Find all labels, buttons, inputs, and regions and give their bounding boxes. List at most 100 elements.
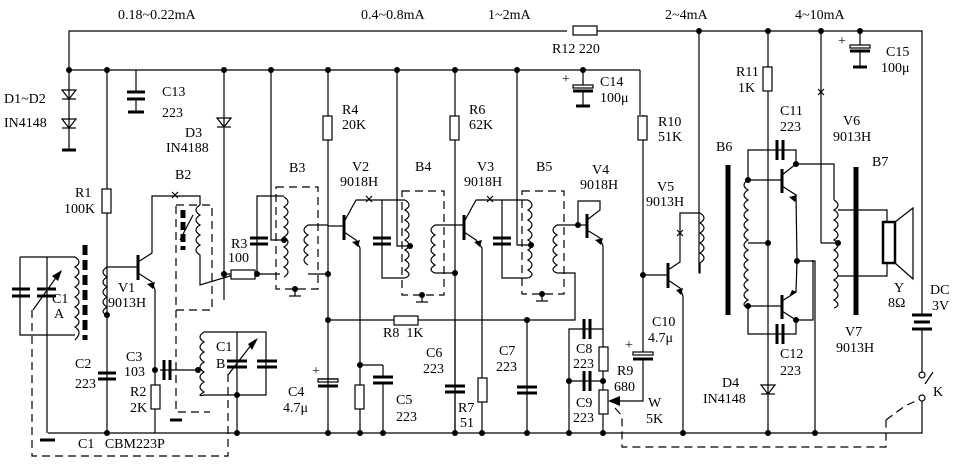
b7-transformer <box>820 31 888 315</box>
c7-capacitor <box>517 320 537 436</box>
c1b-section: B <box>216 357 226 372</box>
r7-ref: R7 <box>458 401 475 416</box>
v4-value: 9018H <box>580 178 619 193</box>
dc-value: 3V <box>932 299 950 314</box>
c10-polarity: + <box>625 338 633 353</box>
c11-ref: C11 <box>780 104 803 119</box>
switch-k-ref: K <box>933 385 944 400</box>
c1a-tuning-capacitor <box>12 245 88 433</box>
v6-ref: V6 <box>843 114 861 129</box>
b6-transformer <box>725 165 771 315</box>
current-label-2: 0.4~0.8mA <box>361 8 425 23</box>
d1d2-value: IN4148 <box>4 116 47 131</box>
b7-ref: B7 <box>872 155 889 170</box>
r12-value: 220 <box>578 42 600 57</box>
c1-value: CBM223P <box>104 437 165 452</box>
r9-ref: R9 <box>617 364 634 379</box>
b2-coil <box>175 204 251 311</box>
d4-ref: D4 <box>722 376 740 391</box>
dc-ref: DC <box>930 283 950 298</box>
c5-value: 223 <box>396 410 417 425</box>
r4-resistor <box>322 70 333 436</box>
b5-ref: B5 <box>536 160 553 175</box>
b3-ref: B3 <box>289 161 306 176</box>
c1a-section: A <box>54 307 65 322</box>
r9-value: 680 <box>614 380 635 395</box>
r1-resistor <box>101 70 112 436</box>
c9-ref: C9 <box>576 396 593 411</box>
c14-value: 100μ <box>600 91 629 106</box>
b6-ref: B6 <box>716 140 733 155</box>
current-label-3: 1~2mA <box>488 8 531 23</box>
d3-value: IN4188 <box>166 141 209 156</box>
v2-ref: V2 <box>352 160 370 175</box>
r3-resistor <box>221 269 280 280</box>
v5-value: 9013H <box>646 195 685 210</box>
r4-ref: R4 <box>342 103 359 118</box>
r8-label: R8 1K <box>383 326 423 341</box>
v4-transistor <box>575 200 604 433</box>
r8-value: 1K <box>406 326 424 341</box>
c9-value: 223 <box>573 411 594 426</box>
v1-ref: V1 <box>118 281 136 296</box>
c15-polarity: + <box>838 34 846 49</box>
c5-ref: C5 <box>396 393 413 408</box>
r2-value: 2K <box>130 401 148 416</box>
c13-value: 223 <box>162 106 183 121</box>
r3-value: 100 <box>228 251 249 266</box>
r11-ref: R11 <box>736 65 759 80</box>
c7-ref: C7 <box>499 344 516 359</box>
c2-ref: C2 <box>75 357 92 372</box>
r7-value: 51 <box>460 416 474 431</box>
c14-capacitor <box>572 70 594 108</box>
v6-transistor <box>748 161 835 264</box>
test-point-markers <box>171 88 825 237</box>
d4-value: IN4148 <box>703 392 746 407</box>
r1-ref: R1 <box>75 186 92 201</box>
c1-gang-outline <box>31 310 229 457</box>
c1b-ref: C1 <box>216 340 233 355</box>
v2-transistor <box>328 199 405 433</box>
v3-value: 9018H <box>464 175 503 190</box>
c2-value: 223 <box>75 377 96 392</box>
r2-resistor <box>150 384 161 410</box>
c14-polarity: + <box>562 72 570 87</box>
speaker <box>881 206 914 281</box>
c10-ref: C10 <box>652 315 676 330</box>
c11-value: 223 <box>780 120 801 135</box>
v5-ref: V5 <box>657 180 675 195</box>
r6-value: 62K <box>469 118 494 133</box>
r5-c5-network <box>354 362 393 436</box>
b5-coil <box>328 70 578 321</box>
current-label-1: 0.18~0.22mA <box>118 8 196 23</box>
c13-ref: C13 <box>162 85 186 100</box>
r12-label: R12 220 <box>552 42 600 57</box>
r11-resistor <box>762 31 773 436</box>
c4-polarity: + <box>312 364 320 379</box>
d4-diode <box>759 384 777 395</box>
c1-gang-label: C1 CBM223P <box>78 437 165 452</box>
c12-capacitor <box>747 306 797 344</box>
c4-value: 4.7μ <box>283 401 309 416</box>
w-value: 5K <box>646 412 664 427</box>
r11-value: 1K <box>738 81 756 96</box>
c2-capacitor <box>98 371 116 381</box>
c7-value: 223 <box>496 360 517 375</box>
c13-capacitor <box>127 70 145 114</box>
c4-capacitor <box>317 378 339 388</box>
c10-value: 4.7μ <box>648 331 674 346</box>
r1-value: 100K <box>64 202 96 217</box>
current-label-5: 4~10mA <box>795 8 845 23</box>
c3-ref: C3 <box>126 350 143 365</box>
v3-transistor <box>462 199 528 433</box>
v5-transistor <box>640 31 705 436</box>
c12-ref: C12 <box>780 347 804 362</box>
r10-ref: R10 <box>658 115 682 130</box>
speaker-ref: Y <box>894 281 905 296</box>
c8-value: 223 <box>573 357 594 372</box>
r2-ref: R2 <box>130 385 147 400</box>
r12-resistor <box>572 25 598 36</box>
c1-ref: C1 <box>78 437 95 452</box>
